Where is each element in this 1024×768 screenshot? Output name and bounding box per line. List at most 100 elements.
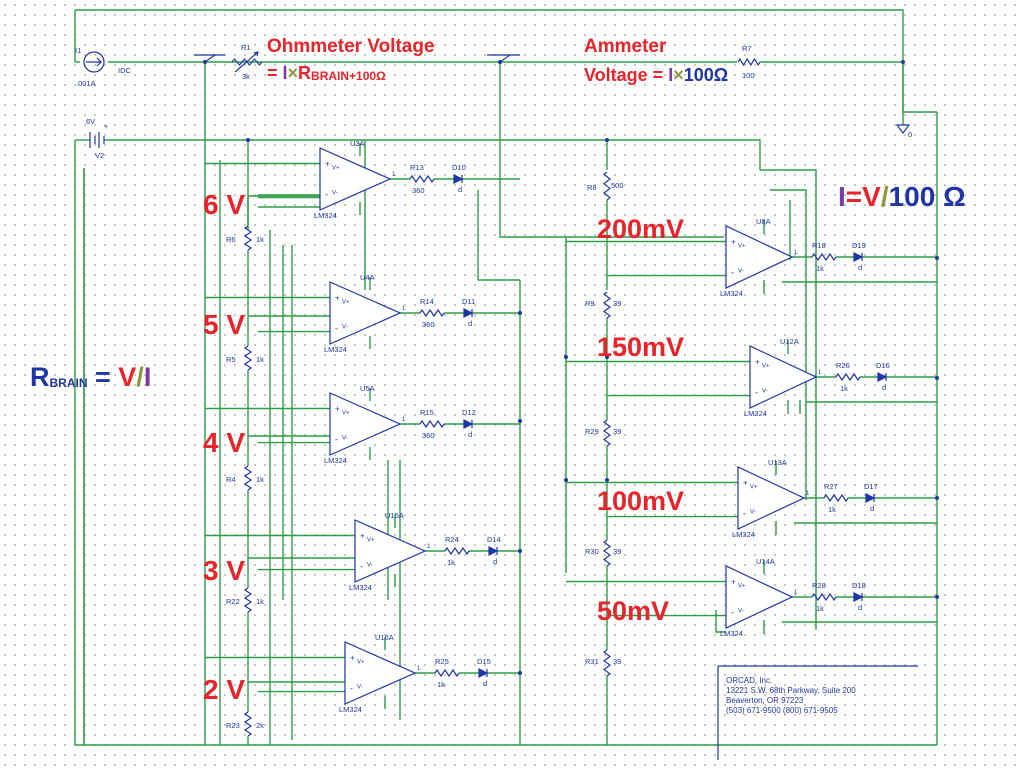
left-out-res-value-4: 1k (437, 680, 445, 689)
svg-text:+: + (350, 654, 355, 663)
opamp-u3a-label: U3A (350, 139, 365, 148)
resistor-r14 (419, 308, 445, 318)
resistor-r31 (602, 649, 612, 677)
level-label-5v: 5 V (203, 309, 246, 340)
left-out-res-value-2: 360 (422, 431, 435, 440)
left-out-res-label-0: R13 (410, 163, 424, 172)
svg-text:-: - (325, 190, 328, 200)
resistor-r6 (243, 225, 253, 251)
ground-symbol (895, 124, 911, 134)
components (83, 51, 939, 760)
right-out-res-value-2: 1k (828, 505, 836, 514)
resistor-r23 (243, 711, 253, 737)
svg-text:1: 1 (392, 172, 396, 178)
ammeter-title: Ammeter (584, 36, 667, 57)
left-diode-label-4: D15 (477, 657, 491, 666)
current-source-arrow (86, 57, 102, 67)
current-equation: I=V/100 Ω (838, 181, 966, 212)
resistor-r22 (243, 587, 253, 613)
opamp-u12a-label: U12A (780, 337, 799, 346)
diode-d18 (853, 592, 864, 602)
left-diode-model-4: d (483, 679, 487, 688)
svg-text:+: + (731, 578, 736, 587)
r7-value: 100 (742, 71, 755, 80)
svg-text:+: + (325, 160, 330, 169)
diode-d10 (453, 174, 464, 184)
ladder-value-4: 2k (256, 721, 264, 730)
level-label-150mv: 150mV (597, 332, 685, 362)
opamp-u5a-type: LM324 (324, 456, 347, 465)
svg-text:-: - (743, 509, 746, 519)
svg-text:+: + (731, 238, 736, 247)
company-address: 13221 S.W. 68th Parkway, Suite 200 (726, 686, 856, 695)
svg-text:-: - (731, 268, 734, 278)
right-ladder-label-3: R30 (585, 547, 599, 556)
right-diode-model-2: d (870, 504, 874, 513)
diode-d14 (488, 546, 499, 556)
right-ladder-value-3: 39 (613, 547, 621, 556)
svg-text:V-: V- (342, 325, 348, 331)
left-diode-label-0: D10 (452, 163, 466, 172)
right-ladder-value-0: 500 (611, 181, 624, 190)
brain-resistance-equation: RBRAIN = V/I (30, 362, 152, 392)
ladder-value-2: 1k (256, 475, 264, 484)
svg-text:V+: V+ (342, 300, 350, 306)
resistor-r9 (602, 291, 612, 319)
svg-text:1: 1 (818, 370, 822, 376)
company-phone: (503) 671-9500 (800) 671-9505 (726, 706, 838, 715)
diode-d12 (463, 419, 474, 429)
svg-text:V-: V- (357, 685, 363, 691)
idc-label: IDC (118, 66, 132, 75)
svg-text:V+: V+ (738, 584, 746, 590)
diode-d15 (478, 668, 489, 678)
i1-value: .001A (76, 79, 96, 88)
svg-text:1: 1 (417, 666, 421, 672)
svg-text:1: 1 (806, 491, 810, 497)
level-label-4v: 4 V (203, 427, 246, 458)
ammeter-equation: Voltage = I×100Ω (584, 65, 729, 85)
opamp-u16a-type: LM324 (339, 705, 362, 714)
left-diode-model-2: d (468, 430, 472, 439)
opamp-u4a (329, 281, 402, 345)
right-diode-label-1: D16 (876, 361, 890, 370)
left-out-res-label-2: R15 (420, 408, 434, 417)
svg-text:V-: V- (750, 510, 756, 516)
svg-text:V+: V+ (750, 485, 758, 491)
left-out-res-value-3: 1k (447, 558, 455, 567)
right-diode-label-0: D19 (852, 241, 866, 250)
ladder-label-1: R5 (226, 355, 236, 364)
diode-d11 (463, 308, 474, 318)
probe-right (487, 54, 520, 63)
i1-label: I1 (75, 46, 81, 55)
right-out-res-value-3: 1k (816, 604, 824, 613)
opamp-u12a-type: LM324 (744, 409, 767, 418)
right-out-res-label-1: R26 (836, 361, 850, 370)
opamp-u14a-type: LM324 (720, 629, 743, 638)
opamp-u14a (725, 565, 794, 629)
pot-arrow (234, 51, 259, 73)
svg-text:-: - (335, 435, 338, 445)
diode-d19 (853, 252, 864, 262)
svg-text:V+: V+ (738, 244, 746, 250)
opamp-u16a-label: U16A (375, 633, 394, 642)
svg-text:+: + (335, 294, 340, 303)
svg-text:V-: V- (332, 191, 338, 197)
left-out-res-label-1: R14 (420, 297, 434, 306)
level-label-6v: 6 V (203, 189, 246, 220)
left-diode-label-2: D12 (462, 408, 476, 417)
opamp-u5a (329, 392, 402, 456)
ladder-value-1: 1k (256, 355, 264, 364)
resistor-r8 (603, 171, 611, 201)
svg-text:V-: V- (738, 269, 744, 275)
right-out-res-value-0: 1k (816, 264, 824, 273)
svg-text:V-: V- (762, 389, 768, 395)
opamp-u14a-label: U14A (756, 557, 775, 566)
probe-left (194, 54, 225, 63)
left-diode-model-3: d (493, 557, 497, 566)
resistor-r28 (811, 592, 837, 602)
right-out-res-label-2: R27 (824, 482, 838, 491)
opamp-u13a-type: LM324 (732, 530, 755, 539)
resistor-r25 (434, 668, 460, 678)
svg-text:1: 1 (794, 250, 798, 256)
